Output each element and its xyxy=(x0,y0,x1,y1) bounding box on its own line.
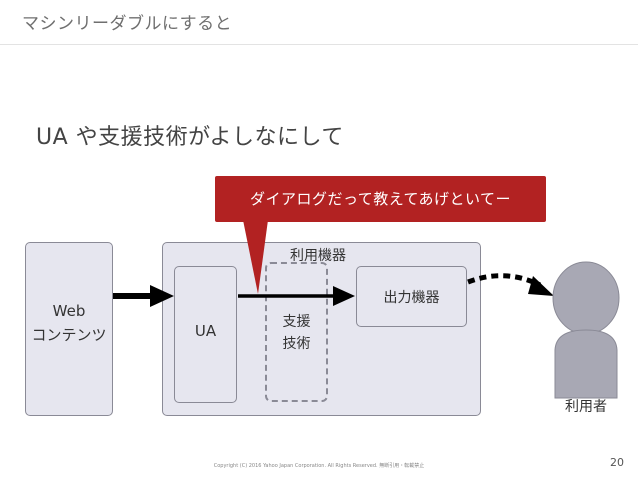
slide-heading: UA や支援技術がよしなにして xyxy=(36,125,344,150)
ua-label: UA xyxy=(194,322,217,340)
user-body xyxy=(554,329,618,399)
callout-pointer xyxy=(243,220,268,294)
slide-title: マシンリーダブルにすると xyxy=(22,14,233,34)
user-head xyxy=(552,261,620,335)
assistive-tech-label-line2: 技術 xyxy=(282,336,311,352)
user-label: 利用者 xyxy=(565,399,607,415)
arrow-web-to-ua-head xyxy=(150,285,174,307)
arrow-output-to-user-head xyxy=(528,276,554,296)
device-label: 利用機器 xyxy=(290,248,346,264)
copyright-notice: Copyright (C) 2016 Yahoo Japan Corporati… xyxy=(213,463,425,469)
callout-bubble: ダイアログだって教えてあげといてー xyxy=(215,176,546,222)
web-content-label-line1: Web xyxy=(52,302,86,320)
ua-box: UA xyxy=(174,266,237,403)
web-content-box: Web コンテンツ xyxy=(25,242,113,416)
output-device-label: 出力機器 xyxy=(383,290,440,306)
output-device-box: 出力機器 xyxy=(356,266,467,327)
title-divider xyxy=(0,44,638,45)
page-number: 20 xyxy=(610,456,624,469)
arrow-ua-to-output-head xyxy=(333,286,355,306)
assistive-tech-label-line1: 支援 xyxy=(282,314,311,330)
arrow-output-to-user xyxy=(467,273,542,288)
user-figure xyxy=(552,261,620,399)
web-content-label-line2: コンテンツ xyxy=(31,326,107,344)
assistive-tech-box: 支援 技術 xyxy=(265,262,328,402)
